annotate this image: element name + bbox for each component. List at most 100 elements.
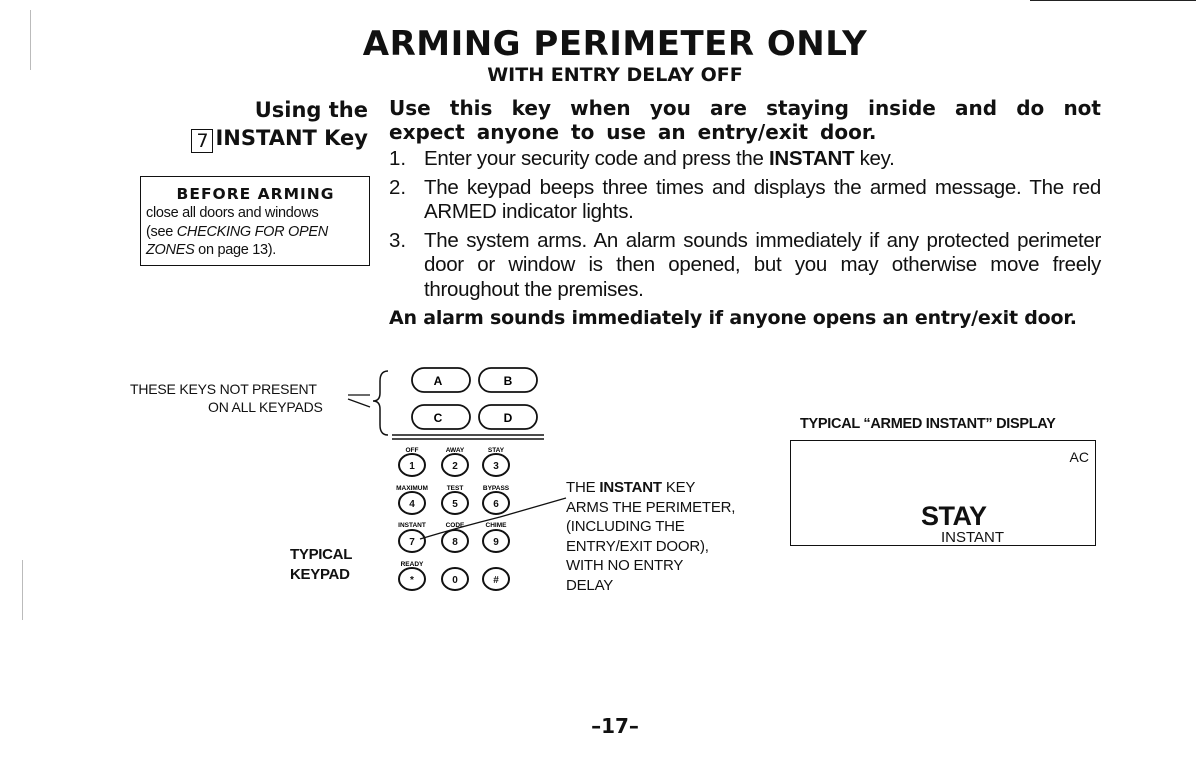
before-arming-ref: ZONES [146,242,195,258]
before-arming-ref: CHECKING FOR OPEN [176,223,329,240]
step-text: Enter your security code and press the I… [424,147,1101,172]
digit-label: * [410,575,414,586]
step-text: The keypad beeps three times and display… [424,175,1101,224]
top-rule [1030,0,1196,1]
before-arming-line3: ZONES on page 13). [146,241,365,260]
digit-key-2 [441,453,469,477]
digit-key-8 [441,529,469,553]
before-arming-text: on page 13). [194,242,277,258]
margin-mark [22,560,23,620]
instant-key-note: THE INSTANT KEY ARMS THE PERIMETER, (INC… [566,478,735,595]
instant-note-line1: THE INSTANT KEY [566,478,735,498]
digit-key-9 [482,529,510,553]
instant-note-line6: DELAY [566,576,614,594]
before-arming-box: BEFORE ARMING close all doors and window… [140,176,370,266]
note-key-name: INSTANT [599,479,662,496]
page-subtitle: WITH ENTRY DELAY OFF [487,64,743,86]
digit-label: 4 [409,499,415,510]
letter-key-label: C [434,411,443,425]
function-label-code: CODE [446,522,465,529]
note-text: THE [566,479,600,496]
display-stay-text: STAY [921,501,987,531]
digit-key-4 [398,491,426,515]
step-text-part: Enter your security code and press the [424,147,769,170]
digit-label: 0 [452,575,458,586]
step-item: 3. The system arms. An alarm sounds immed… [389,229,1101,303]
function-label-ready: READY [401,561,424,568]
keypad-label-line2: KEYPAD [290,566,350,583]
step-key-name: INSTANT [768,147,855,170]
warning-text: An alarm sounds immediately if anyone op… [389,307,1077,329]
step-number: 2. [389,175,407,199]
step-number: 3. [389,228,407,252]
digit-key-7 [398,529,426,553]
note-text: KEY [661,479,696,496]
armed-instant-display: AC STAY INSTANT [790,440,1096,546]
digit-label: 5 [452,499,458,510]
keys-note-line2: ON ALL KEYPADS [208,399,323,415]
digit-label: 3 [493,461,499,472]
function-label-bypass: BYPASS [483,485,510,492]
digit-key-0 [441,567,469,591]
step-item: 1. Enter your security code and press the… [389,147,1101,172]
letter-key-label: D [504,411,513,425]
side-heading-line1: Using the [254,98,368,122]
intro-text: Use this key when you are staying inside… [389,96,1101,144]
digit-label: 7 [409,537,415,548]
function-label-chime: CHIME [486,522,508,529]
display-title: TYPICAL “ARMED INSTANT” DISPLAY [800,416,1056,432]
function-label-maximum: MAXIMUM [396,485,428,492]
display-ac-indicator: AC [1069,449,1089,465]
letter-key-b: B [478,367,538,393]
step-text-part: key. [854,147,895,170]
instant-note-line3: (INCLUDING THE [566,518,685,535]
digit-key-3 [482,453,510,477]
before-arming-heading: BEFORE ARMING [176,185,335,203]
digit-label: 9 [493,537,499,548]
digit-key-5 [441,491,469,515]
instructions: Use this key when you are staying inside… [389,96,1101,331]
letter-key-label: B [504,374,513,388]
function-label-stay: STAY [488,447,505,454]
step-item: 2. The keypad beeps three times and displ… [389,176,1101,225]
keypad-illustration: A B C D OFF AWAY STAY MAXIMUM TEST BYPAS… [347,367,567,591]
step-number: 1. [389,147,407,170]
instant-note-line2: ARMS THE PERIMETER, [566,498,736,516]
digit-key-star [398,567,426,591]
step-text: The system arms. An alarm sounds immedia… [424,228,1101,301]
digit-key-6 [482,491,510,515]
before-arming-text: (see [146,223,177,240]
digit-label: 2 [452,461,458,472]
function-label-off: OFF [406,447,419,454]
instant-note-line5: WITH NO ENTRY [566,557,684,574]
side-heading-key-name: INSTANT Key [215,126,368,150]
digit-key-1 [398,453,426,477]
keypad-label-line1: TYPICAL [290,546,353,563]
steps-list: 1. Enter your security code and press the… [389,147,1101,302]
keys-note-line1: THESE KEYS NOT PRESENT [130,381,317,397]
letter-key-d: D [478,404,538,430]
digit-label: 6 [493,499,499,510]
function-label-test: TEST [447,485,464,492]
letter-key-label: A [434,374,443,388]
before-arming-line1: close all doors and windows [146,205,319,221]
before-arming-line2: (see CHECKING FOR OPEN [146,223,365,242]
pointer-line [419,497,567,540]
digit-key-hash [482,567,510,591]
digit-label: 1 [409,461,415,472]
instant-key-icon: 7 [191,129,214,153]
page-title: ARMING PERIMETER ONLY [362,24,868,64]
page-number: –17– [591,714,639,738]
letter-key-a: A [411,367,471,393]
display-instant-text: INSTANT [941,529,1005,546]
digit-label: # [493,575,499,586]
function-label-away: AWAY [446,447,465,454]
typical-keypad-label: TYPICAL KEYPAD [290,545,352,585]
function-label-instant: INSTANT [398,522,426,529]
instant-note-line4: ENTRY/EXIT DOOR), [566,537,709,555]
margin-mark [30,10,31,70]
letter-key-c: C [411,404,471,430]
digit-label: 8 [452,537,458,548]
